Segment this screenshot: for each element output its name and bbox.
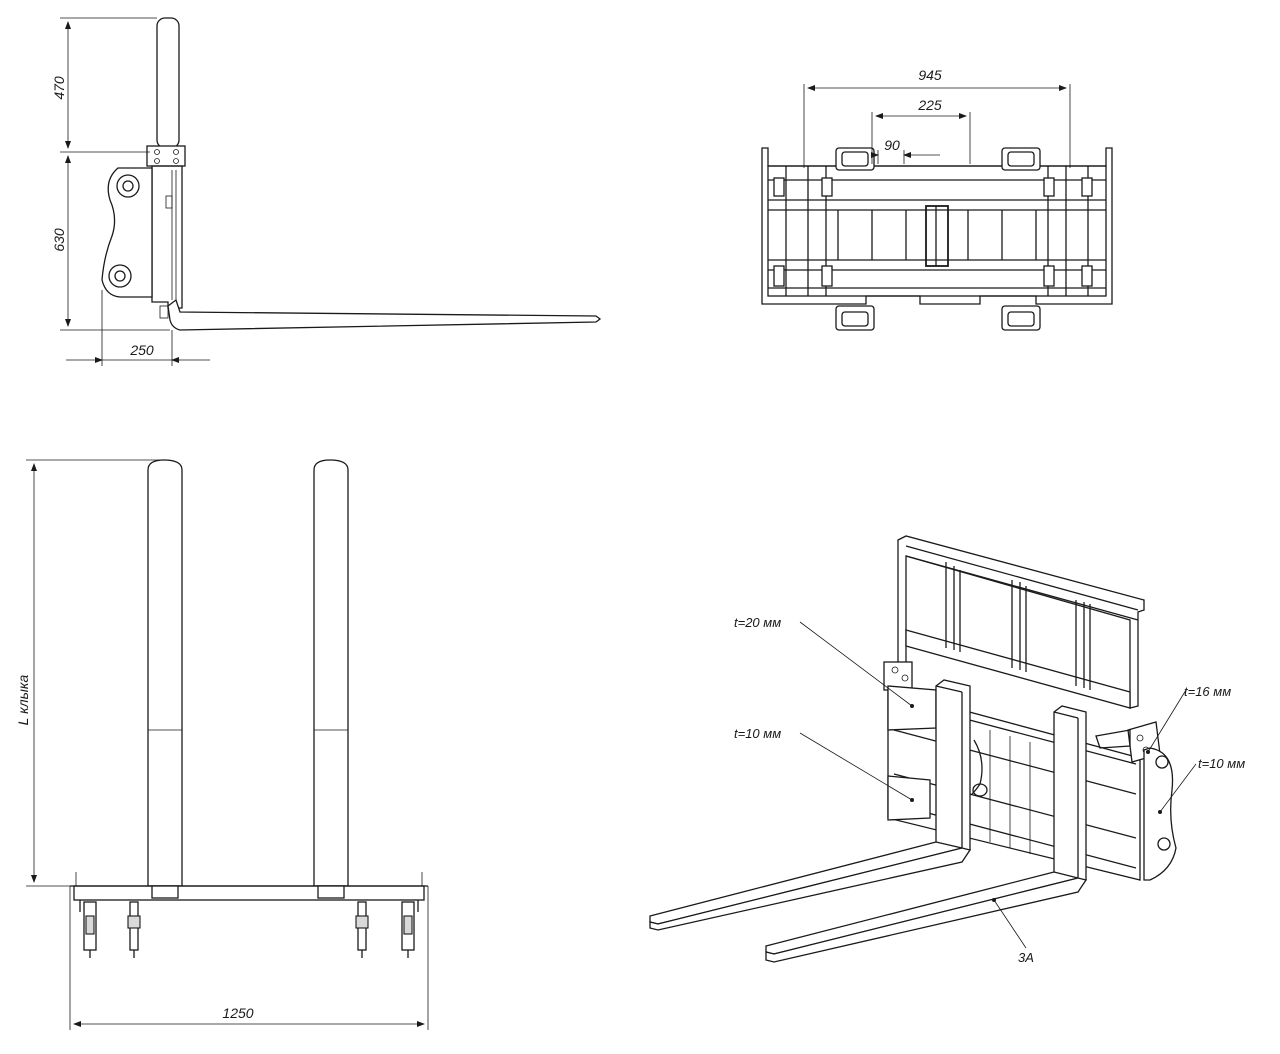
label-t10-left: t=10 мм: [734, 726, 781, 741]
dim-250-label: 250: [129, 342, 154, 358]
dim-945-label: 945: [918, 67, 942, 83]
dim-90-label: 90: [884, 137, 900, 153]
label-t10-right: t=10 мм: [1198, 756, 1245, 771]
dim-1250-label: 1250: [222, 1005, 253, 1021]
top-view: 945 225 90: [761, 67, 1113, 331]
dim-470-label: 470: [51, 76, 67, 100]
dim-l-label: L клыка: [15, 674, 31, 725]
label-t16: t=16 мм: [1184, 684, 1231, 699]
front-view: L клыка 1250: [15, 459, 429, 1030]
label-3a: 3А: [1018, 950, 1034, 965]
side-view: 470 630 250: [51, 17, 602, 366]
isometric-view: t=20 мм t=10 мм t=16 мм t=10 мм 3А: [649, 535, 1245, 965]
dim-225-label: 225: [917, 97, 942, 113]
dim-630-label: 630: [51, 228, 67, 252]
label-t20: t=20 мм: [734, 615, 781, 630]
